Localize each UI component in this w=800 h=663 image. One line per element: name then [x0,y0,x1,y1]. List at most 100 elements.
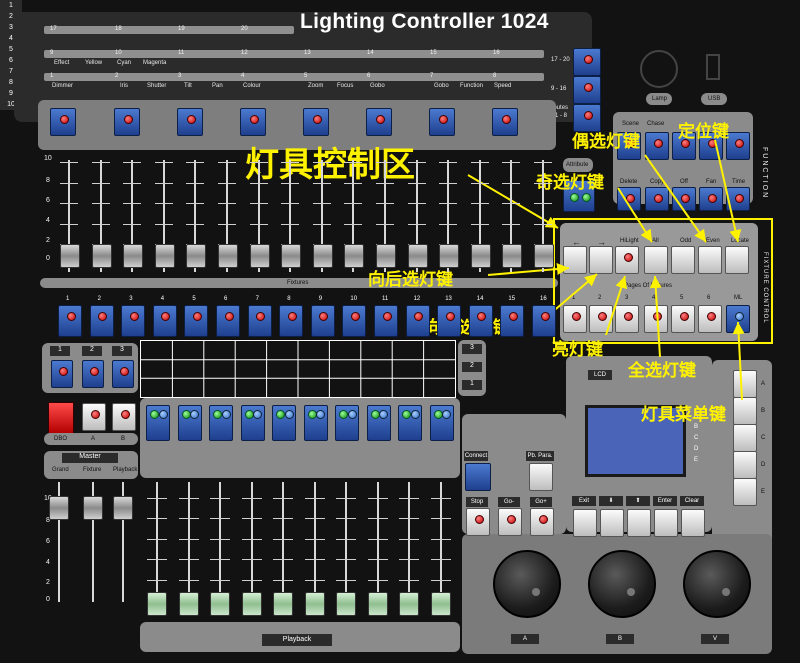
function-button[interactable] [672,132,696,160]
down-button[interactable] [600,509,624,537]
master-fader[interactable] [113,496,133,520]
wheel-a[interactable] [493,550,561,618]
master-fader[interactable] [83,496,103,520]
all-select-button[interactable] [644,246,668,274]
attribute-button[interactable] [50,108,76,136]
fixture-fader[interactable] [60,244,80,268]
side-key-b[interactable] [733,397,757,425]
fixture-fader[interactable] [534,244,554,268]
fan-button[interactable] [699,187,723,211]
attribute-button[interactable] [177,108,203,136]
chase-button[interactable] [645,132,669,160]
playback-fader[interactable] [304,592,325,616]
playback-button[interactable] [398,405,422,441]
playback-button[interactable] [335,405,359,441]
fixture-button[interactable] [437,305,462,337]
playback-button[interactable] [303,405,328,441]
connect-button[interactable] [465,463,491,491]
side-key-c[interactable] [733,424,757,452]
fixture-button[interactable] [121,305,146,337]
fixture-fader[interactable] [154,244,175,268]
fixture-fader[interactable] [186,244,207,268]
go-minus-button[interactable] [498,508,522,536]
playback-button[interactable] [429,405,454,441]
attribute-button[interactable] [114,108,140,136]
attribute-button[interactable] [429,108,455,136]
playback-fader[interactable] [273,592,293,616]
fixture-fader[interactable] [344,244,365,268]
playback-fader[interactable] [178,592,199,616]
left-bank-button[interactable] [51,360,73,388]
fixture-fader[interactable] [407,244,428,268]
fixture-button[interactable] [532,305,556,337]
page-button-2[interactable]: 2 [462,362,482,372]
fixture-button[interactable] [342,305,367,337]
master-fader[interactable] [49,496,69,520]
wheel-v[interactable] [683,550,751,618]
enter-button[interactable] [654,509,678,537]
fixture-button[interactable] [216,305,240,337]
exit-button[interactable] [573,509,597,537]
attribute-button[interactable] [366,108,392,136]
dbo-button[interactable] [48,402,74,434]
playback-fader[interactable] [367,592,388,616]
left-bank-button[interactable] [112,360,134,388]
go-plus-button[interactable] [530,508,554,536]
fixture-button[interactable] [184,305,209,337]
fixture-button[interactable] [500,305,525,337]
fixture-button[interactable] [247,305,272,337]
side-key-e[interactable] [733,478,757,506]
fixture-fader[interactable] [502,244,523,268]
odd-select-button[interactable] [671,246,695,274]
b-button[interactable] [112,403,136,431]
attribute-button[interactable] [563,180,595,212]
fixture-page-5-button[interactable] [671,305,695,333]
playback-fader[interactable] [336,592,356,616]
playback-button[interactable] [209,405,233,441]
stop-button[interactable] [466,508,490,536]
fixture-fader[interactable] [123,244,144,268]
fixture-button[interactable] [374,305,398,337]
fixture-page-1-button[interactable] [563,305,587,333]
fixture-page-3-button[interactable] [615,305,639,333]
left-bank-button[interactable] [82,360,104,388]
fixture-button[interactable] [58,305,82,337]
playback-fader[interactable] [430,592,451,616]
bank-17-20-button[interactable] [573,48,601,76]
wheel-b[interactable] [588,550,656,618]
attribute-button[interactable] [303,108,329,136]
attribute-button[interactable] [240,108,266,136]
fixture-button[interactable] [468,305,493,337]
fixture-button[interactable] [89,305,114,337]
fixture-button[interactable] [405,305,430,337]
attribute-button[interactable] [492,108,518,136]
fixture-fader[interactable] [439,244,460,268]
playback-button[interactable] [240,405,265,441]
even-select-button[interactable] [698,246,722,274]
playback-fader[interactable] [210,592,230,616]
fixture-page-6-button[interactable] [698,305,722,333]
page-button-3[interactable]: 3 [462,344,482,354]
a-button[interactable] [82,403,106,431]
copy-button[interactable] [645,187,669,211]
playback-fader[interactable] [241,592,262,616]
function-button[interactable] [726,132,750,160]
fixture-fader[interactable] [249,244,270,268]
fixture-fader[interactable] [470,244,491,268]
up-button[interactable] [627,509,651,537]
hilight-button[interactable] [615,246,639,274]
bank-1-8-button[interactable] [573,104,601,132]
fixture-fader[interactable] [91,244,112,268]
playback-button[interactable] [366,405,391,441]
bank-9-16-button[interactable] [573,76,601,104]
fixture-fader[interactable] [281,244,302,268]
fixture-fader[interactable] [312,244,333,268]
fixture-button[interactable] [279,305,304,337]
playback-button[interactable] [272,405,296,441]
scene-button[interactable] [617,132,641,160]
fixture-button[interactable] [152,305,177,337]
fixture-button[interactable] [310,305,335,337]
page-button-1[interactable]: 1 [462,380,482,390]
fixture-page-2-button[interactable] [589,305,613,333]
clear-button[interactable] [681,509,705,537]
